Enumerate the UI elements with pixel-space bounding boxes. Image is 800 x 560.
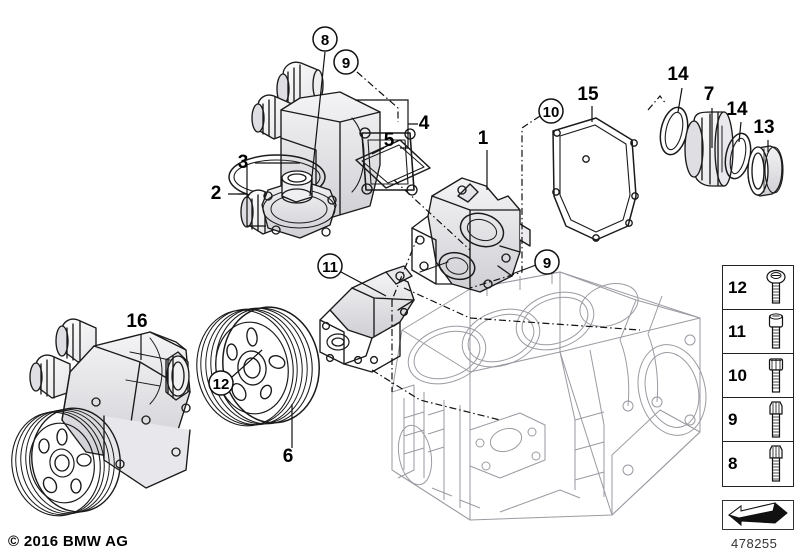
legend-number: 8	[728, 454, 738, 473]
legend-row: 10	[723, 354, 793, 398]
legend-row: 9	[723, 398, 793, 442]
callout-label-9: 9	[542, 255, 552, 272]
callout-label-11: 11	[322, 259, 338, 276]
legend-row: 11	[723, 310, 793, 354]
callout-label-16: 16	[126, 311, 148, 332]
torx-head-bolt-icon	[768, 357, 784, 393]
legend-row: 8	[723, 442, 793, 486]
callout-label-4: 4	[418, 113, 430, 134]
callout-circle-8	[312, 26, 338, 52]
legend-number: 10	[728, 365, 747, 385]
callout-label-15: 15	[577, 84, 599, 105]
callout-label-5: 5	[383, 130, 395, 151]
flange-bolt-icon	[769, 445, 783, 482]
leader-lines	[140, 51, 769, 448]
callout-label-2: 2	[210, 183, 222, 204]
callout-label-1: 1	[477, 128, 489, 149]
legend-number: 9	[728, 409, 738, 429]
callout-circle-11	[317, 253, 343, 279]
callout-circle-9-bottom	[534, 249, 560, 275]
legend-row: 12	[723, 266, 793, 310]
callout-label-8: 8	[320, 32, 330, 49]
hardware-legend: 12 11 10	[722, 265, 794, 487]
callout-circle-10	[538, 98, 564, 124]
legend-number: 11	[728, 321, 746, 341]
callout-label-7: 7	[703, 84, 715, 105]
pan-head-screw-icon	[766, 269, 786, 304]
callout-label-10: 10	[542, 104, 560, 121]
flange-bolt-icon	[769, 400, 783, 438]
callout-label-3: 3	[237, 152, 249, 173]
socket-head-bolt-icon	[768, 312, 784, 349]
callout-label-13: 13	[753, 117, 775, 138]
callout-label-6: 6	[282, 446, 294, 467]
legend-number: 12	[728, 277, 747, 297]
callout-label-14: 14	[726, 99, 748, 120]
callout-label-9: 9	[341, 55, 351, 72]
pointer-arrow-icon	[727, 502, 788, 527]
callout-circle-9-top	[333, 49, 359, 75]
copyright-notice: © 2016 BMW AG	[8, 533, 129, 550]
callout-circle-12	[208, 370, 234, 396]
callout-label-14: 14	[667, 64, 689, 85]
callout-label-12: 12	[212, 376, 230, 393]
direction-arrow-box	[722, 500, 794, 530]
part-number: 478255	[731, 536, 778, 551]
